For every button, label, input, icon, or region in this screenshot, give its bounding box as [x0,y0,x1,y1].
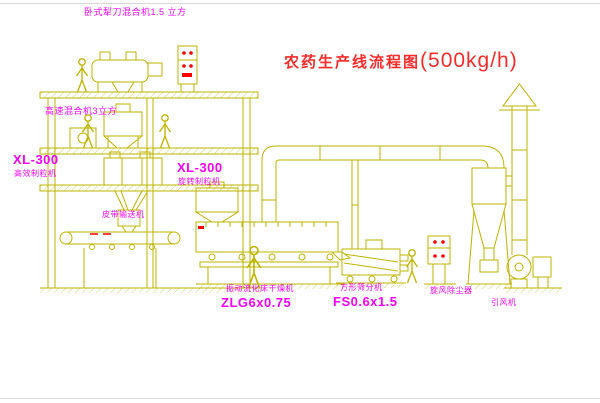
induced-draft-fan [504,254,562,293]
top-border-line [0,3,600,4]
label-fan: 引风机 [491,298,517,307]
control-cabinet-upper [177,45,198,92]
dryer-red-mark [198,226,204,229]
label-belt-conveyor: 皮带输送机 [102,210,145,219]
diagram-title: 农药生产线流程图 (500kg/h) [284,49,518,73]
title-capacity: (500kg/h) [420,49,518,72]
belt-conveyor [59,231,181,288]
granulator-left [103,151,163,233]
feeder-machine [69,127,97,149]
exhaust-duct [261,145,505,222]
indicator-lights-upper [182,51,193,77]
fluid-bed-dryer [195,221,352,289]
building-structure [39,91,262,293]
label-granulator-right-name: 旋转制粒机 [178,177,221,186]
label-fluid-bed-dryer: 振动流化床干燥机 [226,284,294,293]
label-granulator-left-model: XL-300 [13,152,59,167]
label-granulator-right-model: XL-300 [177,160,223,175]
label-high-speed-mixer: 高速混合机3立方 [45,106,118,116]
high-speed-mixer [102,103,144,149]
granulator-right [194,181,240,223]
label-top-mixer: 卧式犁刀混合机1.5 立方 [84,7,187,17]
label-fluid-bed-model: ZLG6x0.75 [221,295,292,310]
label-granulator-left-name: 高效制粒机 [14,169,57,178]
person-second-floor-right [158,114,172,149]
title-chinese: 农药生产线流程图 [284,54,421,71]
label-square-sieve-model: FS0.6x1.5 [333,294,398,309]
label-cyclone: 旋风除尘器 [430,286,473,295]
cyclone-separator [466,167,512,289]
person-top-floor [75,58,89,93]
control-cabinet-lower [424,235,456,289]
horizontal-mixer [91,51,163,93]
sieve-suction-pipe [351,160,359,249]
indicator-lights-lower [433,240,445,258]
label-square-sieve: 方形筛分机 [340,283,383,292]
exhaust-stack [499,83,540,255]
square-sieve [336,239,409,288]
bottom-border-line [0,398,600,399]
